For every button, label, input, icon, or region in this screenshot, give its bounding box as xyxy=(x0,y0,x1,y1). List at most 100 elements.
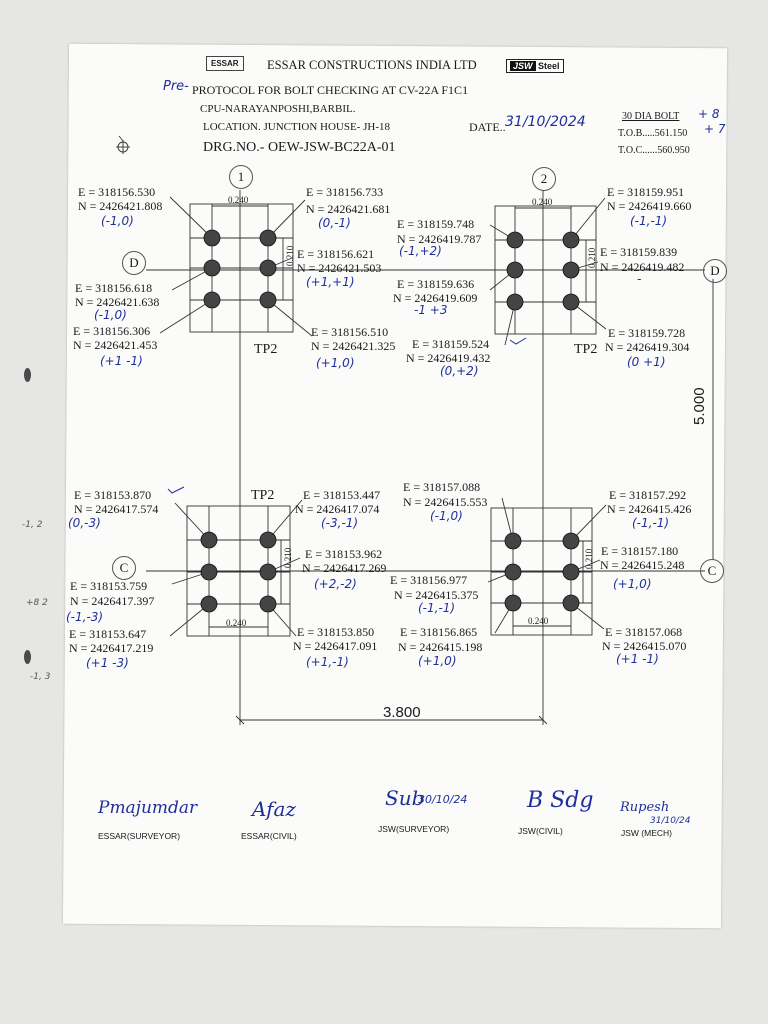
coord-n: N = 2426419.609 xyxy=(393,291,478,305)
coord-e: E = 318159.839 xyxy=(600,245,678,259)
punch-hole xyxy=(24,368,31,382)
punch-hole xyxy=(24,650,31,664)
signature: Rupesh xyxy=(620,800,670,815)
deviation: (+1,-1) xyxy=(306,655,349,669)
coord-n: N = 2426419.482 xyxy=(600,260,685,274)
coord-e: E = 318153.447 xyxy=(303,488,381,502)
coord-e: E = 318159.728 xyxy=(608,326,686,340)
deviation: (0,-1) xyxy=(318,216,351,230)
coord-n: N = 2426417.091 xyxy=(293,639,378,653)
signature: Pmajumdar xyxy=(98,798,198,818)
coord-n: N = 2426419.432 xyxy=(406,351,491,365)
coord-n: N = 2426421.453 xyxy=(73,338,158,352)
coord-e: E = 318156.306 xyxy=(73,324,151,338)
coord-n: N = 2426417.397 xyxy=(70,594,155,608)
role-label: JSW(SURVEYOR) xyxy=(378,824,450,834)
coord-n: N = 2426415.198 xyxy=(398,640,483,654)
check-marks xyxy=(167,337,527,494)
plate-dim-210: 0.210 xyxy=(587,247,597,268)
date-value: 31/10/2024 xyxy=(505,114,586,130)
deviation: (-1,-1) xyxy=(630,214,668,228)
coord-e: E = 318157.068 xyxy=(605,625,683,639)
coord-e: E = 318156.530 xyxy=(78,185,156,199)
role-label: JSW (MECH) xyxy=(621,828,672,838)
deviation: (0 +1) xyxy=(627,355,666,369)
coord-e: E = 318156.621 xyxy=(297,247,375,261)
coord-e: E = 318159.951 xyxy=(607,185,685,199)
bolt-markers xyxy=(200,229,580,613)
bolt-note: + 8 xyxy=(698,107,720,121)
deviation: (+1 -1) xyxy=(616,652,659,666)
essar-logo: ESSAR xyxy=(206,56,244,71)
drawing-number: DRG.NO.- OEW-JSW-BC22A-01 xyxy=(203,140,396,155)
coord-e: E = 318159.748 xyxy=(397,217,475,231)
coord-e: E = 318156.733 xyxy=(306,185,384,199)
plate-dim-240: 0.240 xyxy=(228,195,249,205)
deviation: -1 +3 xyxy=(414,303,448,317)
tp-label: TP2 xyxy=(251,488,275,503)
location-line: LOCATION. JUNCTION HOUSE- JH-18 xyxy=(203,121,390,133)
toc-line: T.O.C......560.950 xyxy=(618,145,690,156)
deviation: (+1 -3) xyxy=(86,656,129,670)
coord-n: N = 2426421.325 xyxy=(311,339,396,353)
coord-e: E = 318157.292 xyxy=(609,488,687,502)
coord-e: E = 318159.636 xyxy=(397,277,475,291)
role-label: JSW(CIVIL) xyxy=(518,826,563,836)
deviation: (-1,-1) xyxy=(632,516,670,530)
signature: B Sdg xyxy=(527,788,594,813)
coord-n: N = 2426417.219 xyxy=(69,641,154,655)
deviation: (+1,+1) xyxy=(306,275,355,289)
coord-n: N = 2426421.638 xyxy=(75,295,160,309)
coord-e: E = 318153.870 xyxy=(74,488,152,502)
deviation: (+1,0) xyxy=(613,577,652,591)
coord-n: N = 2426419.304 xyxy=(605,340,690,354)
coord-n: N = 2426419.660 xyxy=(607,199,692,213)
plate-dim-210: 0.210 xyxy=(584,548,594,569)
deviation: (-3,-1) xyxy=(321,516,359,530)
coord-n: N = 2426415.070 xyxy=(602,639,687,653)
tob-note: + 7 xyxy=(704,122,726,136)
protocol-title: PROTOCOL FOR BOLT CHECKING AT CV-22A F1C… xyxy=(192,83,469,97)
cpu-line: CPU-NARAYANPOSHI,BARBIL. xyxy=(200,103,356,115)
signature-date: 30/10/24 xyxy=(418,793,468,806)
deviation: (-1,0) xyxy=(430,509,463,523)
coord-n: N = 2426417.574 xyxy=(74,502,159,516)
grid-bubble-d-right: D xyxy=(703,259,727,283)
plate-dim-240: 0.240 xyxy=(528,616,549,626)
coord-e: E = 318153.647 xyxy=(69,627,147,641)
date-label: DATE.. xyxy=(469,120,506,134)
bolt-info: 30 DIA BOLT xyxy=(622,111,680,122)
deviation: (-1,-3) xyxy=(66,610,104,624)
coord-n: N = 2426419.787 xyxy=(397,232,482,246)
deviation: (-1,0) xyxy=(94,308,127,322)
coord-e: E = 318156.865 xyxy=(400,625,478,639)
coord-e: E = 318157.088 xyxy=(403,480,481,494)
signature: Sub xyxy=(385,786,425,810)
coord-e: E = 318153.759 xyxy=(70,579,148,593)
deviation: (0,+2) xyxy=(440,364,479,378)
coord-n: N = 2426421.808 xyxy=(78,199,163,213)
coord-n: N = 2426421.681 xyxy=(306,202,391,216)
role-label: ESSAR(CIVIL) xyxy=(241,831,297,841)
coord-n: N = 2426421.503 xyxy=(297,261,382,275)
coord-n: N = 2426417.269 xyxy=(302,561,387,575)
tob-line: T.O.B.....561.150 xyxy=(618,128,688,139)
company-name: ESSAR CONSTRUCTIONS INDIA LTD xyxy=(267,58,477,72)
coord-e: E = 318153.962 xyxy=(305,547,383,561)
plate-dim-240: 0.240 xyxy=(532,197,553,207)
coord-n: N = 2426415.426 xyxy=(607,502,692,516)
dim-vertical: 5.000 xyxy=(691,387,708,425)
coord-n: N = 2426415.248 xyxy=(600,558,685,572)
deviation: - xyxy=(637,272,642,286)
coord-n: N = 2426415.375 xyxy=(394,588,479,602)
dim-horizontal: 3.800 xyxy=(383,704,421,721)
deviation: (-1,+2) xyxy=(399,244,442,258)
grid-bubble-c: C xyxy=(112,556,136,580)
deviation: (+1,0) xyxy=(316,356,355,370)
jsw-logo-mark: JSW xyxy=(510,61,536,71)
plate-dim-210: 0.210 xyxy=(285,245,295,266)
plate-dim-240: 0.240 xyxy=(226,618,247,628)
deviation: (+1,0) xyxy=(418,654,457,668)
tp-label: TP2 xyxy=(254,342,278,357)
